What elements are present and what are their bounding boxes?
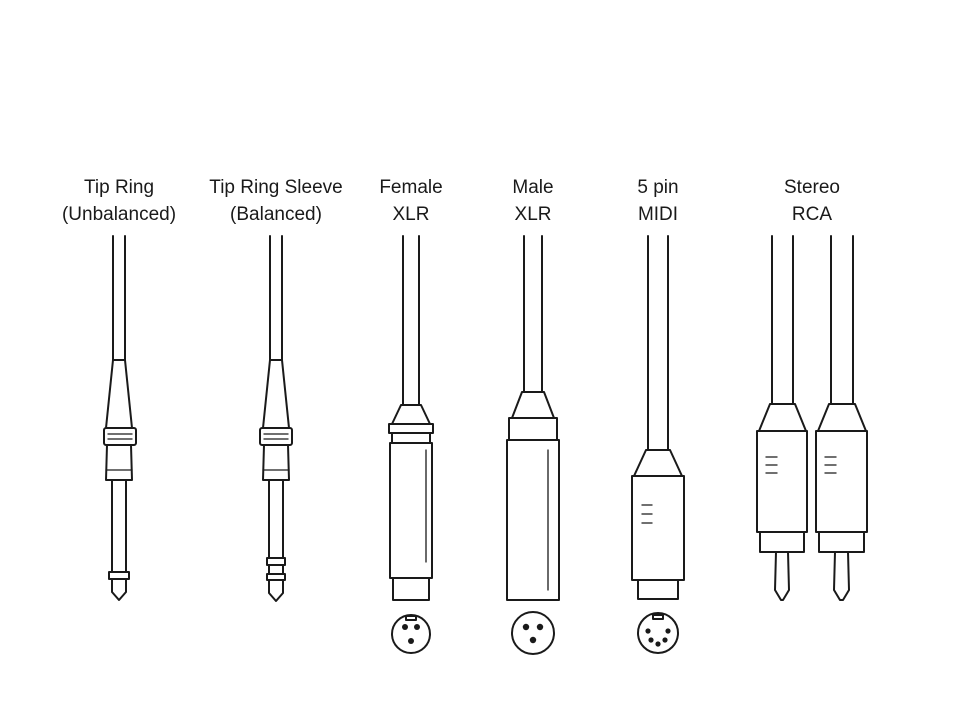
xlr-male-label: Male XLR <box>512 174 553 228</box>
rca-label-line2: RCA <box>791 204 833 225</box>
xlr-female-label-line2: XLR <box>392 204 430 225</box>
xlr-female-connector <box>388 235 434 654</box>
midi-label-line1: 5 pin <box>637 177 679 198</box>
trs-label-line2: (Balanced) <box>230 204 322 225</box>
ts-label: Tip Ring (Unbalanced) <box>62 174 176 228</box>
rca-label: Stereo RCA <box>784 174 840 228</box>
trs-connector <box>259 235 293 602</box>
rca-right-connector <box>815 235 868 601</box>
trs-label: Tip Ring Sleeve (Balanced) <box>209 174 342 228</box>
ts-label-line2: (Unbalanced) <box>61 204 177 225</box>
midi-connector <box>631 235 685 654</box>
rca-left-connector <box>756 235 808 601</box>
ts-label-line1: Tip Ring <box>83 177 155 198</box>
rca-label-line1: Stereo <box>784 177 840 198</box>
xlr-female-label: Female XLR <box>379 174 442 228</box>
xlr-male-label-line1: Male <box>512 177 554 198</box>
xlr-male-label-line2: XLR <box>514 204 552 225</box>
midi-label: 5 pin MIDI <box>637 174 678 228</box>
ts-connector <box>103 235 137 601</box>
midi-label-line2: MIDI <box>637 204 679 225</box>
xlr-male-connector <box>506 235 560 655</box>
xlr-female-label-line1: Female <box>379 177 443 198</box>
trs-label-line1: Tip Ring Sleeve <box>209 177 343 198</box>
